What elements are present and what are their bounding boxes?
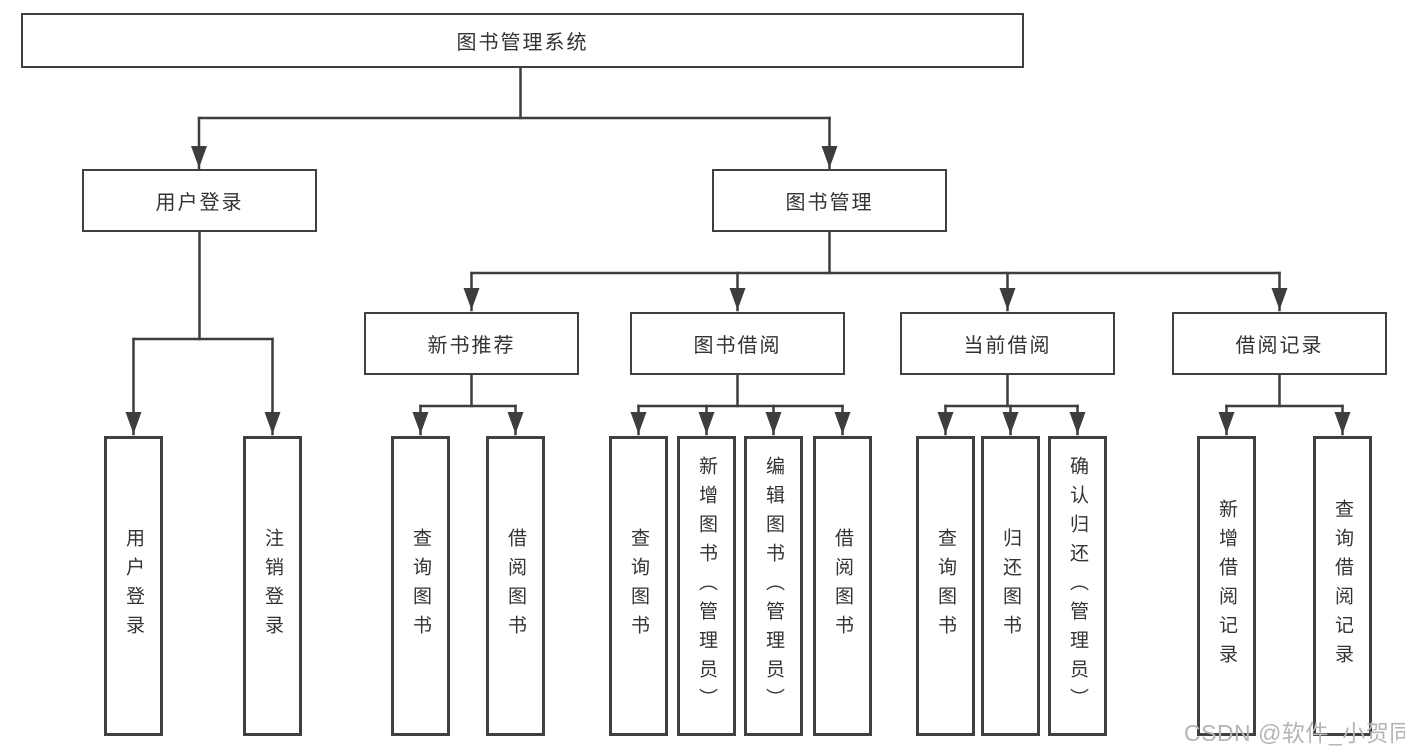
leaf-query-books-current: 查询图书: [916, 436, 975, 736]
leaf-return-books: 归还图书: [981, 436, 1040, 736]
leaf-query-books-borrow: 查询图书: [609, 436, 668, 736]
leaf-query-books-recommend: 查询图书: [391, 436, 450, 736]
leaf-query-borrow-record: 查询借阅记录: [1313, 436, 1372, 736]
leaf-borrow-books-recommend: 借阅图书: [486, 436, 545, 736]
node-library-management-system: 图书管理系统: [21, 13, 1024, 68]
leaf-add-borrow-record: 新增借阅记录: [1197, 436, 1256, 736]
leaf-user-login: 用户登录: [104, 436, 163, 736]
node-borrow-records: 借阅记录: [1172, 312, 1387, 375]
node-user-login: 用户登录: [82, 169, 317, 232]
node-book-management: 图书管理: [712, 169, 947, 232]
leaf-logout: 注销登录: [243, 436, 302, 736]
leaf-add-books-admin: 新增图书（管理员）: [677, 436, 736, 736]
leaf-borrow-books: 借阅图书: [813, 436, 872, 736]
csdn-watermark: CSDN @软件_小贺同学: [1184, 720, 1405, 746]
leaf-edit-books-admin: 编辑图书（管理员）: [744, 436, 803, 736]
leaf-confirm-return-admin: 确认归还（管理员）: [1048, 436, 1107, 736]
node-current-borrow: 当前借阅: [900, 312, 1115, 375]
node-book-borrow: 图书借阅: [630, 312, 845, 375]
node-new-book-recommend: 新书推荐: [364, 312, 579, 375]
